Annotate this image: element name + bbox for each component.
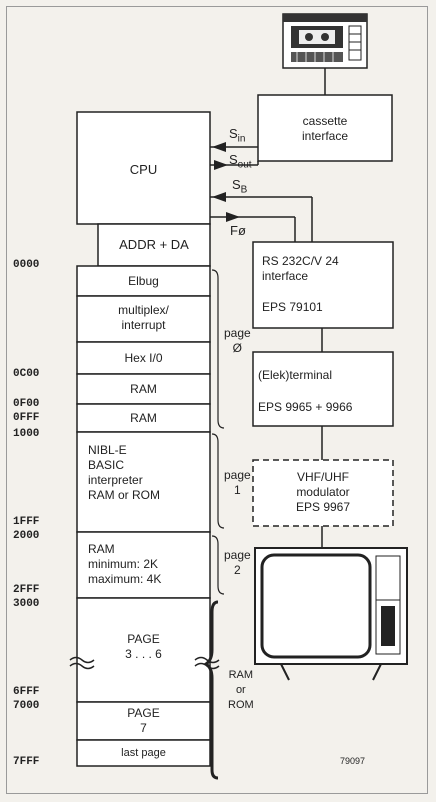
page-1-label: page 1: [224, 468, 251, 498]
addr-0000: 0000: [13, 259, 39, 271]
addr-1fff: 1FFF: [13, 516, 39, 528]
addr-7fff: 7FFF: [13, 756, 39, 768]
addr-3000: 3000: [13, 598, 39, 610]
modulator-label: VHF/UHF modulator EPS 9967: [253, 470, 393, 515]
mem-nibl: NIBL-E BASIC interpreter RAM or ROM: [88, 443, 160, 503]
eps79101-label: EPS 79101: [262, 300, 323, 315]
signal-s-in: Sin: [229, 126, 245, 147]
page-2-label: page 2: [224, 548, 251, 578]
mem-elbug: Elbug: [77, 274, 210, 289]
mem-page36: PAGE 3 . . . 6: [77, 632, 210, 662]
mem-ram1: RAM: [77, 382, 210, 397]
mem-ram2: RAM: [77, 411, 210, 426]
television-icon: [255, 548, 407, 680]
figure-code: 79097: [340, 754, 365, 769]
addr-label: ADDR + DA: [98, 237, 210, 252]
addr-1000: 1000: [13, 428, 39, 440]
page-0-label: page Ø: [224, 326, 251, 356]
cassette-recorder-icon: [283, 14, 367, 68]
addr-7000: 7000: [13, 700, 39, 712]
eps9965-label: EPS 9965 + 9966: [258, 400, 352, 415]
addr-0fff: 0FFF: [13, 412, 39, 424]
addr-2000: 2000: [13, 530, 39, 542]
cassette-interface-label: cassette interface: [258, 114, 392, 144]
addr-6fff: 6FFF: [13, 686, 39, 698]
mem-page7: PAGE 7: [77, 706, 210, 736]
mem-lastpage: last page: [77, 746, 210, 761]
cpu-label: CPU: [77, 162, 210, 177]
mem-ram3: RAM minimum: 2K maximum: 4K: [88, 542, 161, 587]
terminal-label: (Elek)terminal: [258, 368, 332, 383]
ram-rom-label: RAM or ROM: [228, 668, 254, 713]
addr-0f00: 0F00: [13, 398, 39, 410]
mem-multiplex: multiplex/ interrupt: [77, 303, 210, 333]
signal-s-b: SB: [232, 177, 247, 198]
memory-column: [77, 266, 210, 766]
signal-s-out: Sout: [229, 152, 252, 173]
addr-2fff: 2FFF: [13, 584, 39, 596]
addr-0c00: 0C00: [13, 368, 39, 380]
rs232-label: RS 232C/V 24 interface: [262, 254, 339, 284]
mem-hexio: Hex I/0: [77, 351, 210, 366]
signal-f0: Fø: [230, 223, 246, 238]
